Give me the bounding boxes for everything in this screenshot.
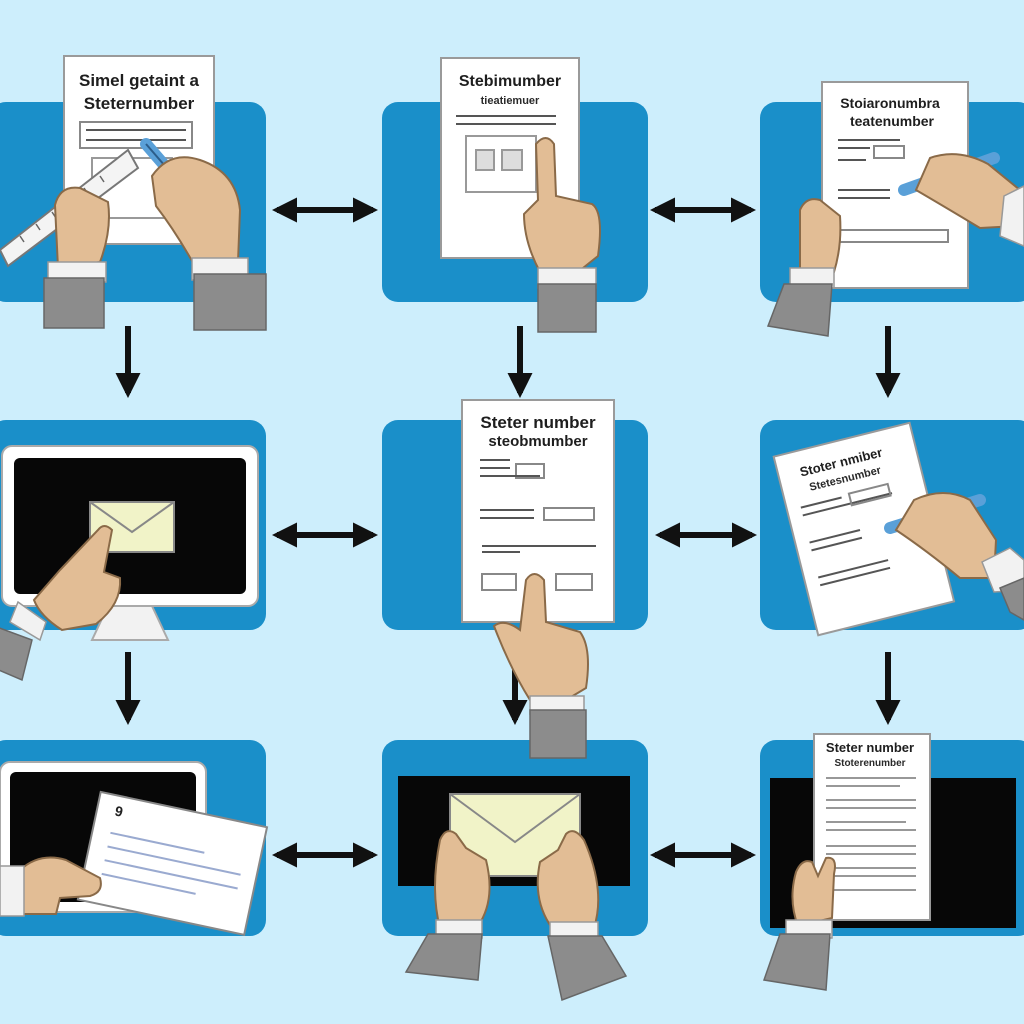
step-1: Simel getaint a Steternumber (0, 55, 267, 331)
step-title: Stoiaronumbra (840, 95, 940, 111)
hand-icon (766, 198, 842, 337)
step-subtitle: teatenumber (850, 113, 935, 129)
hand-pointing-icon (492, 573, 589, 759)
step-subtitle: tieatiemuer (481, 95, 540, 107)
step-5: Steter number steobmumber (461, 399, 615, 759)
hand-icon (404, 830, 491, 981)
step-title: Stebimumber (459, 73, 561, 90)
hand-icon (536, 830, 628, 1002)
step-title: Simel getaint a (79, 71, 200, 90)
monitor-stand (90, 605, 170, 641)
hand-icon (150, 156, 267, 331)
step-3: Stoiaronumbra teatenumber (766, 81, 1024, 337)
step-subtitle: Stoterenumber (834, 758, 905, 769)
step-8 (398, 776, 630, 1002)
step-subtitle: steobmumber (488, 433, 587, 450)
step-title: Steter number (480, 413, 596, 432)
step-6: Stoter nmiber Stetesnumber (772, 421, 1024, 637)
step-2: Stebimumber tieatiemuer (440, 57, 601, 333)
hand-icon (43, 186, 110, 329)
connectors (115, 197, 901, 868)
step-title: Steter number (826, 740, 914, 755)
hand-icon (894, 492, 1024, 621)
step-subtitle: Steternumber (84, 94, 195, 113)
step-7: 9 (0, 761, 269, 937)
card-icon: 9 (76, 790, 269, 937)
hand-icon (914, 153, 1024, 247)
hand-pointing-icon (0, 525, 122, 682)
step-9: Steter number Stoterenumber (762, 733, 1016, 991)
hand-icon (762, 856, 836, 991)
step-4 (0, 445, 259, 682)
hand-icon (0, 856, 102, 917)
hand-pointing-icon (522, 137, 601, 333)
card-label: 9 (114, 802, 125, 819)
